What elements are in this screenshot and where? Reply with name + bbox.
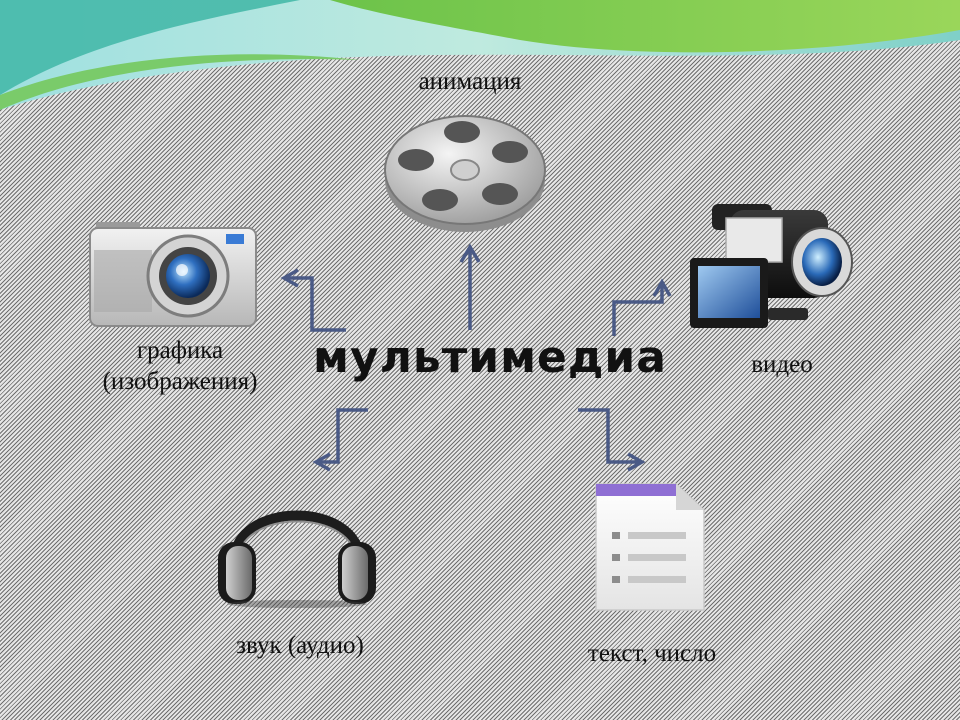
video-camera-icon: [690, 204, 853, 328]
film-reel-icon: [384, 115, 546, 232]
center-title: мультимедиа: [313, 332, 667, 383]
video-label: видео: [751, 351, 813, 378]
header-banner: [0, 0, 960, 110]
document-icon: [595, 483, 705, 611]
animation-label: анимация: [418, 68, 522, 95]
graphics-label-line2: (изображения): [102, 368, 258, 396]
graphics-label-line1: графика: [136, 337, 224, 364]
audio-label: звук (аудио): [236, 632, 364, 659]
connector-video: [612, 284, 664, 336]
graphics-label: графика (изображения): [80, 335, 280, 398]
text-label: текст, число: [587, 640, 717, 667]
connector-text: [578, 408, 640, 464]
camera-icon: [89, 222, 257, 327]
headphones-icon: [218, 510, 376, 608]
connector-graphics: [286, 276, 346, 332]
connector-audio: [318, 408, 368, 464]
